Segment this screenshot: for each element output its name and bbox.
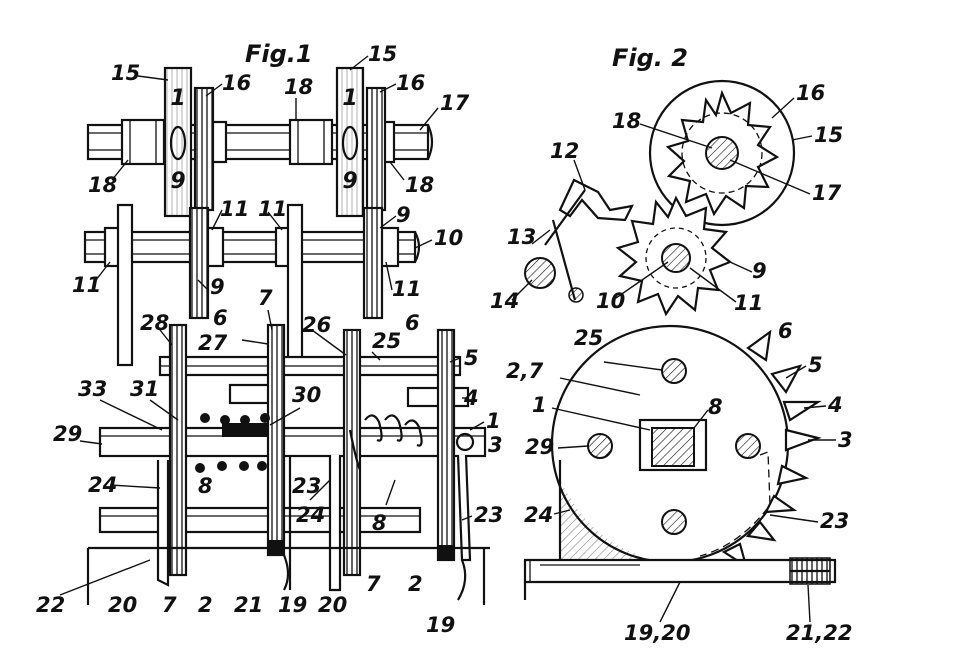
fig1-reference-numerals: 15 16 18 17 18 18 15 16 11 9 11 10 11 9 … [36,42,503,637]
hub-18-mid [288,118,334,166]
ref-label: 7 [258,286,273,310]
ref-label: 29 [525,435,554,459]
ref-label: 15 [111,61,140,85]
ref-label: 8 [372,511,387,535]
ref-label: 8 [198,474,213,498]
lever-24 [156,460,170,587]
ref-label: 17 [440,91,470,115]
ref-label: 4 [463,386,479,410]
ref-label: 10 [434,226,463,250]
ref-label: 2 [198,593,213,617]
ref-label: 6 [213,306,228,330]
ref-label: 6 [778,319,793,343]
fig2-title: Fig. 2 [612,44,688,72]
fig1-leader-lines [59,55,485,596]
ref-label: 21,22 [786,621,852,645]
ref-label: 5 [808,353,823,377]
ref-label: 11 [220,197,249,221]
ref-label: 30 [292,383,321,407]
dial-wheel-15-right [335,66,365,218]
ref-label: 11 [72,273,101,297]
ref-label: 8 [708,395,723,419]
ref-label: 25 [574,326,603,350]
dial-wheel-15-left [163,66,193,218]
ref-label: 7 [162,593,177,617]
ref-label: 24 [296,503,325,527]
ref-label: 16 [396,71,425,95]
ref-label: 19,20 [624,621,690,645]
dial-digit: 9 [170,169,185,194]
ref-label: 13 [507,225,536,249]
ref-label: 5 [464,346,479,370]
ref-label: 17 [812,181,842,205]
ref-label: 3 [838,428,853,452]
ref-label: 18 [612,109,641,133]
ref-label: 12 [550,139,579,163]
fig2-leader-lines [511,97,836,623]
ref-label: 23 [474,503,503,527]
ref-label: 11 [392,277,421,301]
fig1-title: Fig.1 [245,40,313,68]
disc-teeth [721,329,822,569]
ref-label: 27 [198,331,228,355]
ref-label: 19 [426,613,455,637]
ref-label: 16 [796,81,825,105]
ref-label: 33 [78,377,107,401]
fig2-reference-numerals: 18 16 15 12 17 13 14 10 11 9 6 25 2,7 5 … [490,81,853,645]
ref-label: 1 [486,409,501,433]
ref-label: 18 [88,173,117,197]
ref-label: 23 [820,509,849,533]
ref-label: 21 [234,593,263,617]
ref-label: 29 [53,422,82,446]
ref-label: 23 [292,474,321,498]
ref-label: 9 [210,275,225,299]
ref-label: 18 [405,173,434,197]
ref-label: 11 [734,291,763,315]
shaft-10 [83,230,421,264]
ref-label: 16 [222,71,251,95]
ref-label: 15 [814,123,843,147]
ref-label: 31 [130,377,159,401]
ref-label: 2 [408,572,423,596]
dial-digit: 1 [342,86,357,111]
spring-dots [195,413,270,473]
fig2-drawing [523,79,837,600]
ref-label: 1 [532,393,547,417]
dial-digit: 1 [170,86,185,111]
ref-label: 4 [827,393,843,417]
lever-12 [558,178,634,222]
ref-label: 24 [524,503,553,527]
ref-label: 25 [372,329,401,353]
ref-label: 10 [596,289,625,313]
ref-label: 20 [318,593,347,617]
ref-label: 9 [396,203,411,227]
ref-label: 14 [490,289,519,313]
ref-label: 7 [366,572,381,596]
dial-digit: 9 [342,169,357,194]
ref-label: 15 [368,42,397,66]
ref-label: 18 [284,75,313,99]
fig1-drawing: 1 9 1 9 [83,66,490,605]
shaft-3 [98,426,487,458]
base-19-20 [523,558,837,584]
ref-label: 28 [140,311,169,335]
spring-8 [348,414,423,471]
ref-label: 2,7 [506,359,544,383]
ref-label: 20 [108,593,137,617]
hub-18-left [120,118,166,166]
ref-label: 22 [36,593,65,617]
ref-label: 9 [752,259,767,283]
ref-label: 3 [488,433,503,457]
ref-label: 6 [405,311,420,335]
ref-label: 19 [278,593,307,617]
